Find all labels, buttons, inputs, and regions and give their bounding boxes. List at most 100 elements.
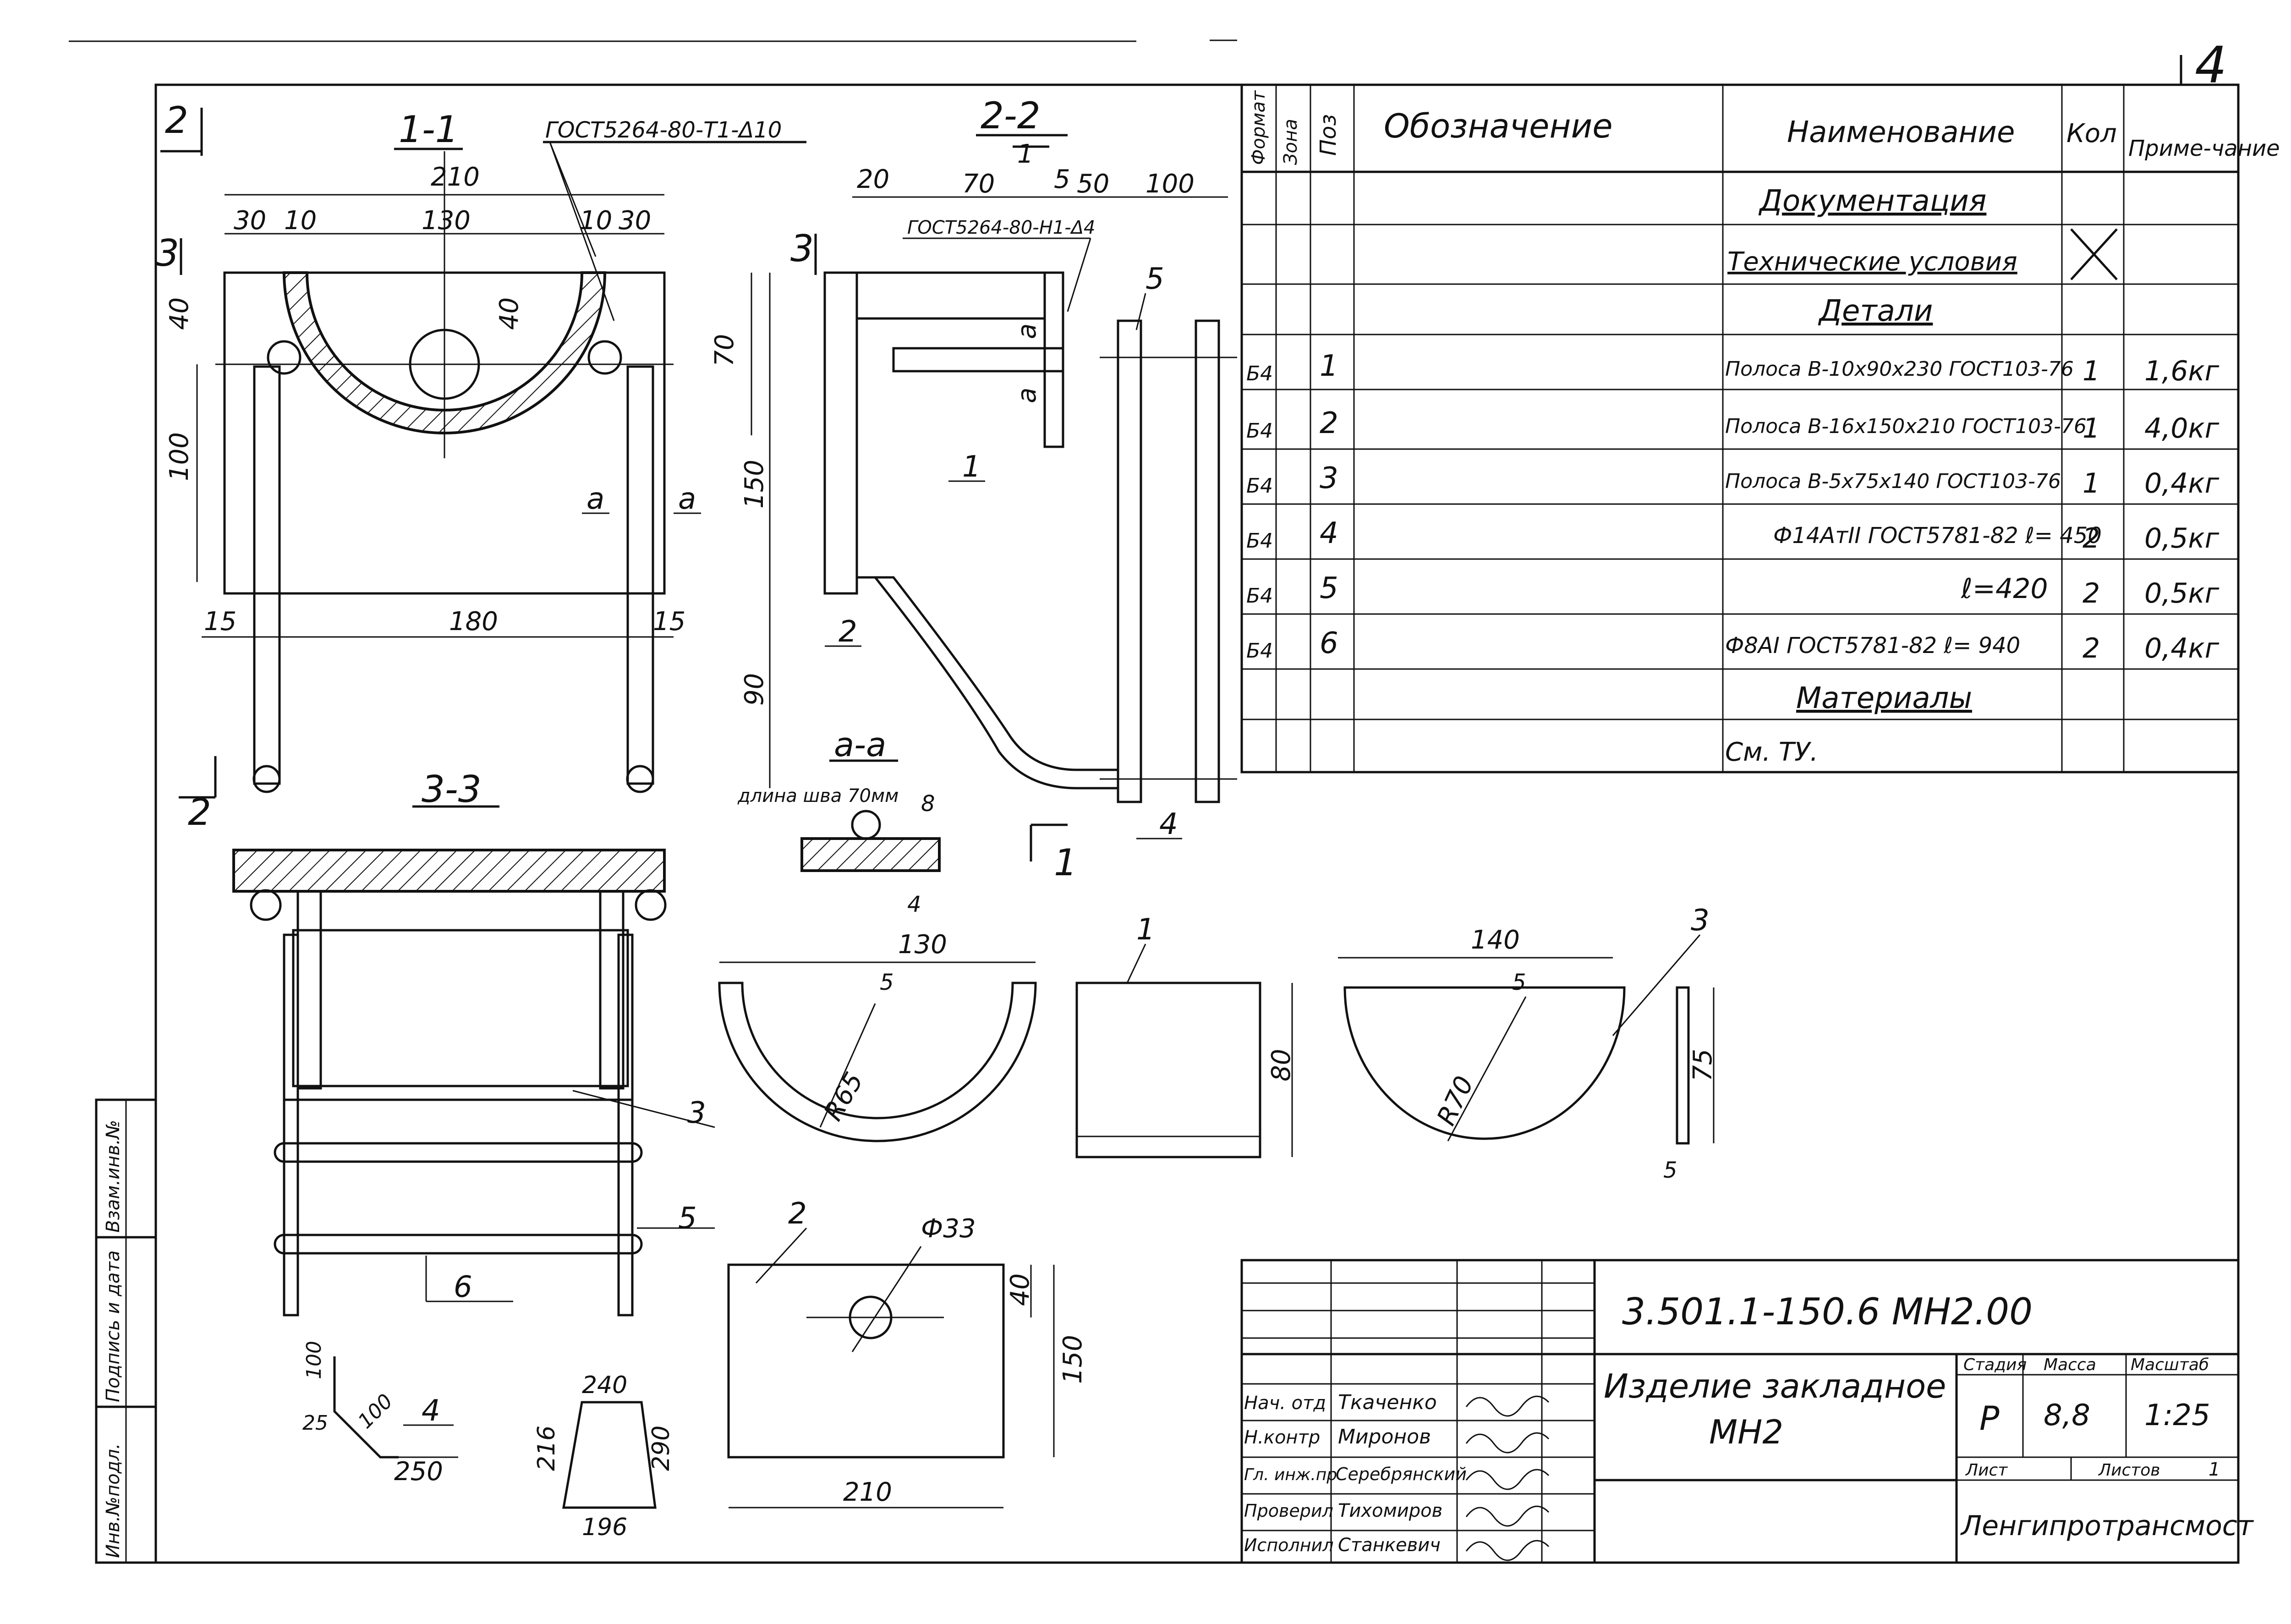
- title-block: 3.501.1-150.6 МН2.00 Изделие закладное М…: [1240, 1259, 2254, 1564]
- svg-text:Детали: Детали: [1818, 294, 1933, 328]
- svg-text:130: 130: [422, 206, 471, 236]
- svg-text:Инв.№подл.: Инв.№подл.: [103, 1443, 124, 1558]
- svg-text:Полоса В-16х150х210 ГОСТ103-76: Полоса В-16х150х210 ГОСТ103-76: [1725, 415, 2087, 438]
- svg-text:4: 4: [1320, 516, 1338, 550]
- svg-text:100: 100: [354, 1389, 397, 1433]
- svg-text:2: 2: [788, 1197, 807, 1231]
- svg-text:4,0кг: 4,0кг: [2144, 412, 2220, 444]
- svg-text:3: 3: [790, 227, 814, 270]
- svg-text:216: 216: [533, 1426, 560, 1471]
- svg-text:ГОСТ5264-80-Н1-Δ4: ГОСТ5264-80-Н1-Δ4: [907, 217, 1095, 238]
- svg-text:Тихомиров: Тихомиров: [1338, 1500, 1442, 1521]
- spec-row-4: Б4 4 Ф14АтII ГОСТ5781-82 ℓ= 450 2 0,5кг: [1246, 516, 2220, 554]
- svg-text:40: 40: [494, 297, 524, 330]
- frame-border: [154, 83, 2240, 1564]
- spec-row-6: Б4 6 Ф8АI ГОСТ5781-82 ℓ= 940 2 0,4кг: [1246, 626, 2220, 664]
- view-3-3: 3-3 3 5 6: [232, 768, 715, 1317]
- svg-text:140: 140: [1471, 925, 1520, 955]
- svg-text:1,6кг: 1,6кг: [2144, 355, 2220, 387]
- svg-text:196: 196: [582, 1514, 627, 1541]
- svg-text:Исполнил: Исполнил: [1244, 1535, 1334, 1555]
- svg-text:1: 1: [1017, 139, 1034, 169]
- svg-text:Формат: Формат: [1248, 90, 1269, 165]
- svg-text:Подпись и дата: Подпись и дата: [103, 1251, 124, 1402]
- svg-text:Нач. отд: Нач. отд: [1244, 1393, 1326, 1414]
- svg-text:240: 240: [582, 1372, 627, 1399]
- svg-text:Лист: Лист: [1965, 1461, 2008, 1480]
- svg-text:a: a: [1012, 388, 1042, 403]
- svg-text:Ф33: Ф33: [921, 1214, 976, 1244]
- svg-text:2: 2: [2083, 632, 2100, 664]
- svg-text:Р: Р: [1979, 1399, 2000, 1437]
- view-2-2: 2-2 1 20 70 5 50 100 ГОСТ5264-80-Н1-Δ4 3…: [790, 94, 1237, 884]
- svg-text:20: 20: [857, 165, 889, 194]
- svg-text:6: 6: [1320, 626, 1338, 660]
- svg-text:Проверил: Проверил: [1244, 1501, 1333, 1521]
- svg-text:Б4: Б4: [1246, 529, 1273, 553]
- svg-text:МН2: МН2: [1709, 1413, 1783, 1451]
- view-title-2-2: 2-2: [981, 94, 1041, 137]
- svg-text:Документация: Документация: [1758, 184, 1986, 218]
- svg-text:1: 1: [1320, 349, 1338, 383]
- svg-text:Миронов: Миронов: [1338, 1425, 1431, 1448]
- svg-text:40: 40: [1005, 1273, 1035, 1306]
- svg-text:Б4: Б4: [1246, 584, 1273, 608]
- svg-text:290: 290: [647, 1426, 675, 1471]
- svg-text:a: a: [1012, 324, 1042, 339]
- svg-text:0,4кг: 0,4кг: [2144, 467, 2220, 499]
- view-title-a-a: a-a: [834, 725, 886, 764]
- svg-text:5: 5: [1320, 571, 1338, 605]
- svg-text:Обозначение: Обозначение: [1384, 107, 1613, 145]
- detail-2: 2 Ф33 40 150 210: [727, 1197, 1088, 1509]
- svg-text:150: 150: [740, 460, 769, 509]
- svg-text:Приме-чание: Приме-чание: [2128, 136, 2280, 161]
- svg-text:R70: R70: [1431, 1072, 1480, 1130]
- svg-text:Масса: Масса: [2044, 1355, 2096, 1374]
- detail-1: 130 5 R65 80 1: [718, 913, 1296, 1158]
- svg-text:1: 1: [2083, 355, 2100, 387]
- svg-text:2: 2: [165, 99, 188, 142]
- svg-text:100: 100: [302, 1341, 326, 1379]
- svg-text:Ткаченко: Ткаченко: [1338, 1391, 1437, 1414]
- svg-text:130: 130: [898, 930, 947, 960]
- svg-text:210: 210: [431, 162, 480, 192]
- svg-text:Станкевич: Станкевич: [1338, 1535, 1441, 1556]
- svg-text:8,8: 8,8: [2044, 1399, 2090, 1432]
- svg-text:4: 4: [1159, 807, 1178, 841]
- svg-text:Серебрянский: Серебрянский: [1336, 1464, 1467, 1484]
- side-stamp: Инв.№подл. Подпись и дата Взам.инв.№: [95, 1098, 157, 1564]
- svg-text:70: 70: [710, 334, 740, 367]
- svg-text:1: 1: [962, 450, 981, 484]
- svg-text:Наименование: Наименование: [1787, 115, 2015, 149]
- svg-text:1: 1: [2209, 1459, 2220, 1480]
- detail-4: 100 25 100 4 250: [302, 1341, 458, 1487]
- svg-text:5: 5: [678, 1202, 697, 1235]
- svg-text:Изделие закладное: Изделие закладное: [1604, 1367, 1946, 1405]
- view-title-1-1: 1-1: [399, 108, 459, 151]
- svg-text:Кол: Кол: [2066, 119, 2117, 148]
- view-1-1: 1-1 ГОСТ5264-80-Т1-Δ10 2 3 210 30 10 130: [156, 99, 806, 834]
- svg-text:Технические условия: Технические условия: [1727, 247, 2017, 277]
- svg-text:4: 4: [907, 892, 921, 917]
- svg-text:180: 180: [449, 607, 498, 636]
- svg-text:6: 6: [454, 1270, 472, 1304]
- spec-row-5: Б4 5 ℓ=420 2 0,5кг: [1246, 571, 2220, 609]
- svg-text:8: 8: [921, 791, 935, 817]
- svg-text:a: a: [586, 482, 604, 516]
- svg-text:0,4кг: 0,4кг: [2144, 632, 2220, 664]
- svg-text:15: 15: [204, 607, 236, 636]
- svg-text:Полоса В-10х90х230 ГОСТ103-76: Полоса В-10х90х230 ГОСТ103-76: [1725, 357, 2074, 381]
- svg-text:Б4: Б4: [1246, 419, 1273, 443]
- svg-text:250: 250: [394, 1457, 443, 1487]
- spec-row-3: Б4 3 Полоса В-5х75х140 ГОСТ103-76 1 0,4к…: [1246, 461, 2220, 499]
- spec-table: Формат Зона Поз Обозначение Наименование…: [1240, 83, 2280, 774]
- svg-text:2: 2: [1320, 406, 1338, 440]
- svg-text:1: 1: [1054, 841, 1077, 884]
- svg-text:Гл. инж.пр: Гл. инж.пр: [1244, 1465, 1337, 1484]
- svg-text:210: 210: [843, 1477, 892, 1507]
- svg-text:75: 75: [1688, 1049, 1718, 1081]
- svg-text:1:25: 1:25: [2144, 1399, 2210, 1432]
- svg-text:Ф8АI ГОСТ5781-82 ℓ= 940: Ф8АI ГОСТ5781-82 ℓ= 940: [1725, 633, 2020, 658]
- svg-text:Ф14АтII ГОСТ5781-82 ℓ= 450: Ф14АтII ГОСТ5781-82 ℓ= 450: [1773, 523, 2102, 549]
